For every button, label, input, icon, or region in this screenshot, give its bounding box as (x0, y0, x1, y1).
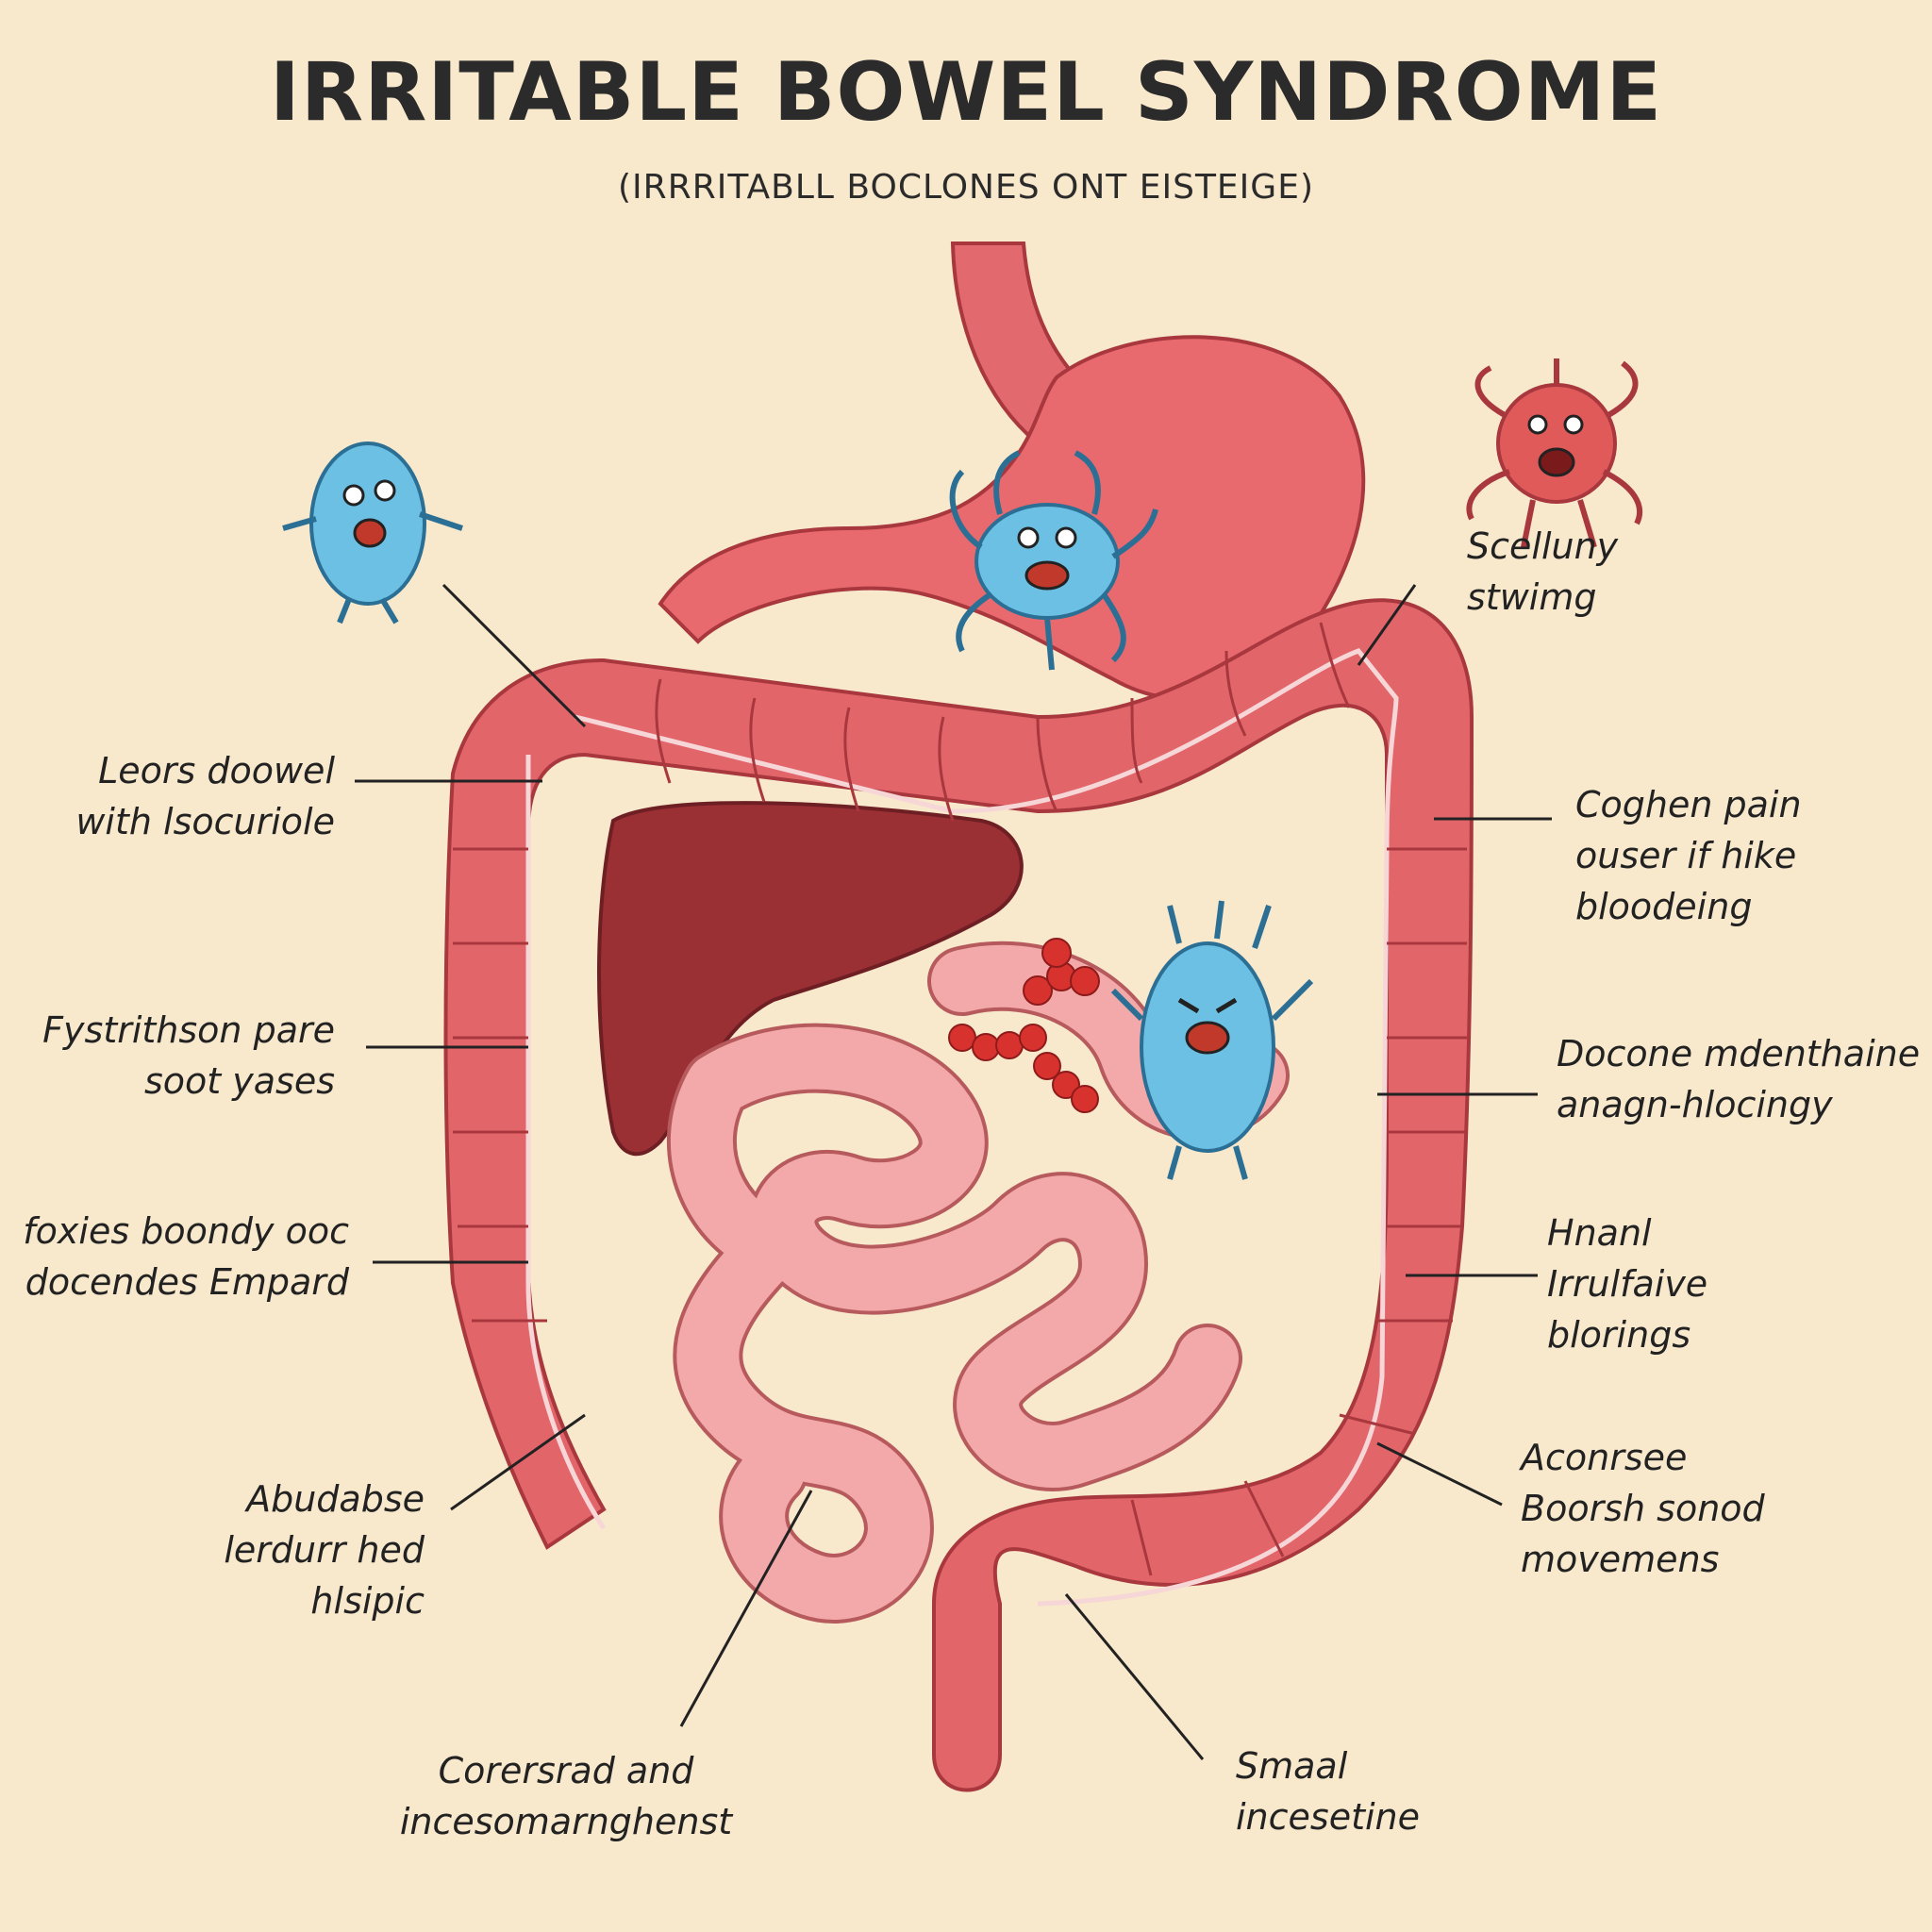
page-subtitle: (IRRRITABLL BOCLONES ONT EISTEIGE) (618, 168, 1314, 207)
label-upper-right: Scelluny stwimg (1467, 525, 1619, 618)
colon-segments (453, 622, 1467, 1576)
label-bottom-right: Smaal incesetine (1236, 1745, 1421, 1838)
blue-microbe-left (282, 441, 463, 625)
label-left-1: Leors doowel with lsocuriole (75, 750, 335, 842)
label-right-3: Hnanl Irrulfaive blorings (1547, 1212, 1708, 1356)
label-left-3: foxies boondy ooc docendes Empard (23, 1210, 349, 1303)
red-microbe (1466, 358, 1643, 548)
colon-line (525, 648, 1399, 1607)
blue-microbe-center (949, 450, 1158, 671)
blood-cells (948, 938, 1100, 1113)
blue-microbe-middle (1110, 900, 1314, 1180)
leader-lines (355, 583, 1552, 1760)
label-bottom-center: Corersrad and incesomarnghenst (399, 1750, 733, 1842)
label-right-2: Docone mdenthaine anagn-hlocingy (1557, 1033, 1921, 1125)
label-right-1: Coghen pain ouser if hike bloodeing (1575, 784, 1802, 927)
colon (443, 598, 1474, 1792)
page-title: IRRITABLE BOWEL SYNDROME (269, 45, 1663, 140)
label-left-2: Fystrithson pare soot yases (42, 1009, 335, 1102)
label-right-4: Aconrsee Boorsh sonod movemens (1521, 1437, 1765, 1580)
label-left-4: Abudabse lerdurr hed hlsipic (224, 1478, 425, 1622)
